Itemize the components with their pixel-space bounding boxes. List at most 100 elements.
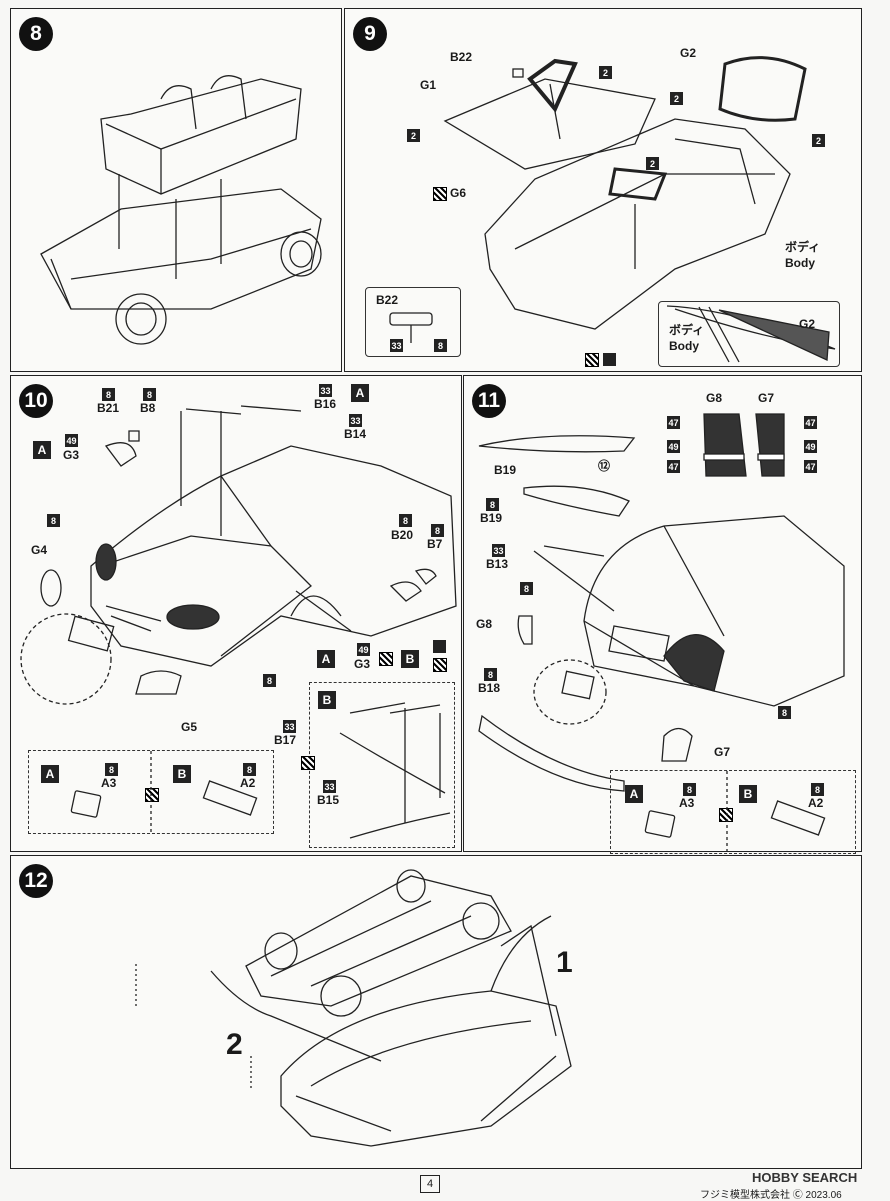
label-b7: B7 [427,537,443,551]
plates-drawing [70,751,258,833]
label-a2: A2 [240,776,256,790]
label-body-en: Body [669,339,699,353]
color-code-33: 33 [492,544,505,557]
color-code-2: 2 [670,92,683,105]
paint-check-icon [585,353,599,367]
label-star-12: ⑫ [598,459,611,473]
paint-stripe-icon [603,353,616,366]
front-body-drawing [20,405,457,705]
label-body-jp: ボディ [669,323,705,337]
letter-marker-b: B [173,765,191,783]
label-a2: A2 [808,796,824,810]
color-code-8: 8 [484,668,497,681]
paint-check-icon [433,187,447,201]
color-code-8: 8 [434,339,447,352]
label-g3: G3 [63,448,80,462]
step-12-panel: 12 1 2 [10,855,862,1169]
final-assembly-drawing [135,869,572,1147]
label-body-en: Body [785,256,815,270]
label-b13: B13 [486,557,509,571]
assembly-order-2: 2 [226,1028,243,1061]
step-11-panel: 11 G8 G7 47 49 47 47 49 47 B19 ⑫ 8 B19 3… [463,375,862,854]
letter-marker-b: B [739,785,757,803]
label-b20: B20 [391,528,414,542]
color-code-8: 8 [811,783,824,796]
label-a3: A3 [679,796,695,810]
step-10-panel: 10 8 B21 8 B8 33 B16 A 33 B14 A 49 [10,375,462,852]
chassis-interior-drawing [40,75,322,345]
copyright: Ⓒ 2023.06 [792,1190,842,1201]
color-code-33: 33 [349,414,362,427]
label-b19: B19 [494,463,517,477]
color-code-33: 33 [319,384,332,397]
paint-check-icon [719,808,733,822]
color-code-49: 49 [804,440,817,453]
step-8-panel: 8 [10,8,342,372]
color-code-33: 33 [323,780,336,793]
letter-marker-b: B [401,650,419,668]
color-code-8: 8 [102,388,115,401]
label-g7: G7 [714,745,731,759]
color-code-2: 2 [646,157,659,170]
label-g3: G3 [354,657,371,671]
label-b14: B14 [344,427,367,441]
step-number: 8 [19,17,53,51]
label-b17: B17 [274,733,297,747]
label-b18: B18 [478,681,501,695]
color-code-8: 8 [399,514,412,527]
color-code-8: 8 [263,674,276,687]
color-code-47: 47 [804,416,817,429]
paint-check-icon [379,652,393,666]
color-code-8: 8 [105,763,118,776]
letter-marker-b: B [318,691,336,709]
step-number: 11 [472,384,506,418]
step-number: 9 [353,17,387,51]
label-b15: B15 [317,793,340,807]
label-b22: B22 [376,293,399,307]
label-g1: G1 [420,78,437,92]
color-code-8: 8 [143,388,156,401]
plate-detail: A 8 A3 B 8 A2 [28,750,274,834]
color-code-47: 47 [667,416,680,429]
label-g2: G2 [799,317,816,331]
color-code-8: 8 [683,783,696,796]
letter-marker-a: A [625,785,643,803]
paint-check-icon [145,788,159,802]
label-b8: B8 [140,401,156,415]
paint-check-icon [433,658,447,672]
plates-drawing [644,771,826,853]
label-body-jp: ボディ [785,240,821,254]
label-g7: G7 [758,391,775,405]
wiper-detail-b: B [309,682,455,848]
assembly-order-1: 1 [556,946,573,979]
letter-marker-a: A [33,441,51,459]
color-code-49: 49 [357,643,370,656]
mirror-drawing [389,312,433,343]
label-g2: G2 [680,46,697,60]
color-code-33: 33 [283,720,296,733]
page-number: 4 [420,1175,440,1193]
label-g6: G6 [450,186,467,200]
color-code-49: 49 [667,440,680,453]
color-code-2: 2 [407,129,420,142]
color-code-8: 8 [243,763,256,776]
detail-g2-box: ボディ Body G2 [658,301,840,367]
rear-body-drawing [478,413,845,792]
color-code-49: 49 [65,434,78,447]
body-glass-drawing [443,56,836,350]
color-code-33: 33 [390,339,403,352]
label-b22: B22 [450,50,473,64]
plate-detail: A 8 A3 B 8 A2 [610,770,856,854]
letter-marker-a: A [317,650,335,668]
letter-marker-a: A [351,384,369,402]
paint-stripe-icon [433,640,446,653]
step-9-panel: 9 B22 G1 G2 G6 ボディ Body 2 2 2 2 2 B22 33… [344,8,862,372]
label-b21: B21 [97,401,120,415]
detail-b22-box: B22 33 8 [365,287,461,357]
label-b19: B19 [480,511,503,525]
color-code-8: 8 [520,582,533,595]
label-g8: G8 [476,617,493,631]
paint-check-icon [301,756,315,770]
color-code-8: 8 [47,514,60,527]
color-code-2: 2 [812,134,825,147]
